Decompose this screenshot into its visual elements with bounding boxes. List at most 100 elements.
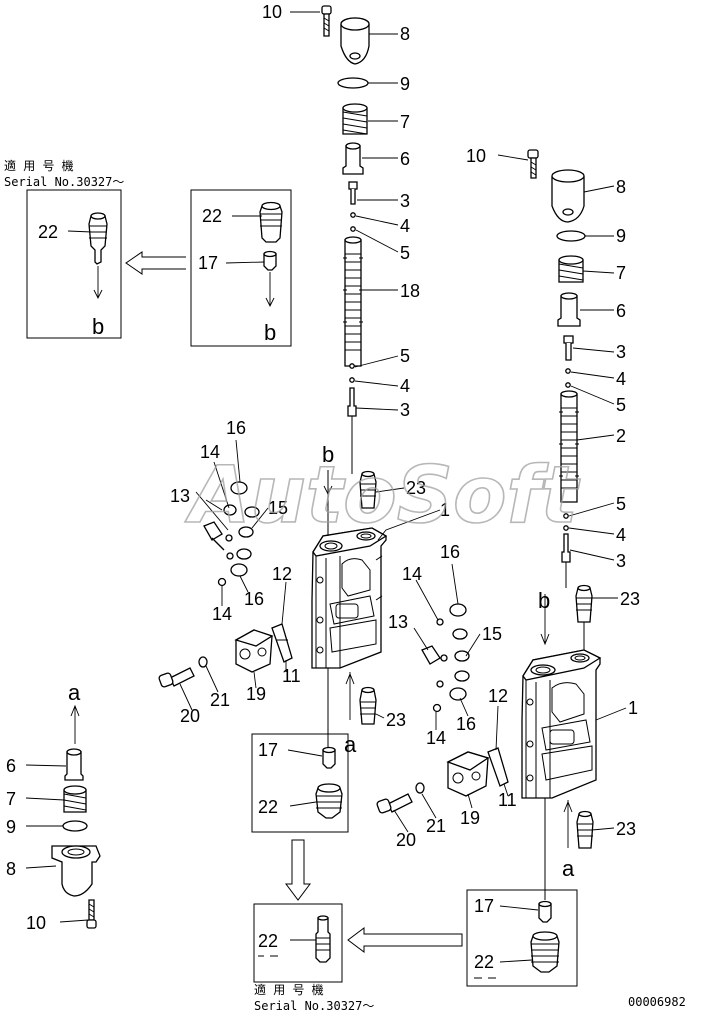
letter-b-inset-a: b: [92, 314, 104, 339]
left-plate-11-12: [271, 623, 293, 663]
spring-7-right: [558, 255, 584, 283]
arrow-a-left: [345, 672, 355, 720]
left-check-23-bottom: [359, 686, 377, 725]
label-4-right-bottom: 4: [616, 525, 626, 545]
letter-a-bottom-left: a: [68, 680, 81, 705]
left-washer-21: [198, 656, 208, 668]
label-23-left-top: 23: [406, 478, 426, 498]
ball-4-top: [350, 212, 356, 218]
label-14-left-bottom: 14: [212, 604, 232, 624]
label-7-right: 7: [616, 263, 626, 283]
left-bolt-20: [158, 656, 208, 688]
label-15-left: 15: [268, 498, 288, 518]
watermark-logo: AutoSoft: [184, 451, 580, 541]
right-axis-upper: [565, 562, 585, 650]
label-13-left: 13: [170, 486, 190, 506]
inset-box-bottom-right: [466, 889, 578, 987]
label-4-right-top: 4: [616, 369, 626, 389]
left-side-parts: [203, 481, 260, 587]
label-21-right: 21: [426, 816, 446, 836]
ball-5-top: [350, 226, 356, 232]
label-5-mid: 5: [400, 346, 410, 366]
left-check-23-top: [359, 470, 377, 509]
part-labels: 10 8 9 7 6 3 4 5 18 5 4 3 23 1 23 10 8 9…: [6, 2, 640, 979]
o-ring-9-right: [556, 230, 586, 242]
right-plate-11-12: [487, 747, 509, 787]
retainer-6-right: [557, 292, 581, 327]
left-valve-stack: [321, 5, 370, 417]
inset-box-mid-left: [251, 733, 349, 833]
label-6-bottom-left: 6: [6, 756, 16, 776]
label-10-top: 10: [262, 2, 282, 22]
label-5-right-top: 5: [616, 395, 626, 415]
spring-7-top: [342, 103, 368, 135]
inset-box-top-left: [26, 189, 122, 339]
label-8-bottom-left: 8: [6, 859, 16, 879]
arrow-a-bottom-left: [70, 704, 80, 744]
port-letters: b b b a b a a: [68, 314, 575, 881]
right-bolt-20: [376, 782, 425, 814]
label-22-inset-mid: 22: [258, 797, 278, 817]
letter-b-inset-b: b: [264, 320, 276, 345]
right-side-parts: [421, 603, 470, 713]
label-17-inset-b: 17: [198, 253, 218, 273]
label-14-left-top: 14: [200, 442, 220, 462]
serial-kanji-top: 適 用 号 機: [4, 158, 74, 173]
bolt-10-right: [527, 149, 539, 179]
label-17-inset-bottom-right: 17: [474, 896, 494, 916]
right-valve-body-1: [521, 649, 602, 799]
ball-4-right: [565, 368, 571, 374]
label-23-left-bottom: 23: [386, 710, 406, 730]
leader-lines: [25, 11, 627, 963]
ball-4-lower: [349, 377, 355, 383]
hollow-arrow-down: [285, 839, 311, 901]
right-block-19: [446, 751, 490, 797]
arrow-b-left: [323, 470, 333, 496]
serial-kanji-bottom: 適 用 号 機: [254, 982, 324, 997]
arrow-b-right: [540, 594, 550, 646]
label-3-mid: 3: [400, 400, 410, 420]
left-valve-body-1: [311, 527, 388, 669]
ball-5-right: [565, 382, 571, 388]
serial-note-bottom: 適 用 号 機 Serial No.30327～: [254, 982, 374, 1013]
left-block-19: [234, 629, 274, 673]
label-9-bottom-left: 9: [6, 817, 16, 837]
label-20-right: 20: [396, 830, 416, 850]
bottom-left-stack: [51, 704, 101, 929]
label-6-top: 6: [400, 149, 410, 169]
letter-b-right: b: [538, 588, 550, 613]
label-22-inset-b: 22: [202, 206, 222, 226]
label-17-inset-mid: 17: [258, 740, 278, 760]
label-7-top: 7: [400, 112, 410, 132]
label-21-left: 21: [210, 690, 230, 710]
label-19-left: 19: [246, 684, 266, 704]
label-1-right: 1: [628, 698, 638, 718]
label-4-top: 4: [400, 216, 410, 236]
label-16-right-top: 16: [440, 542, 460, 562]
label-5-right-bottom: 5: [616, 494, 626, 514]
label-11-left: 11: [282, 666, 301, 686]
cover-8-top: [340, 17, 370, 65]
label-19-right: 19: [460, 808, 480, 828]
stopper-3-right-top: [563, 335, 574, 361]
label-8-top: 8: [400, 24, 410, 44]
label-20-left: 20: [180, 706, 200, 726]
label-5-top: 5: [400, 243, 410, 263]
label-10-right: 10: [466, 146, 486, 166]
label-7-bottom-left: 7: [6, 789, 16, 809]
label-18: 18: [400, 281, 420, 301]
spool-2: [559, 390, 579, 503]
inset-box-top-right: [190, 189, 292, 347]
label-16-left-top: 16: [226, 418, 246, 438]
letter-b-left: b: [322, 442, 334, 467]
label-22-inset-a: 22: [38, 222, 58, 242]
label-2: 2: [616, 426, 626, 446]
serial-number-bottom: Serial No.30327～: [254, 999, 374, 1013]
label-22-inset-bottom-left: 22: [258, 931, 278, 951]
label-23-right-top: 23: [620, 589, 640, 609]
label-15-right: 15: [482, 624, 502, 644]
label-1-left: 1: [440, 500, 450, 520]
stopper-3-top: [348, 181, 358, 205]
